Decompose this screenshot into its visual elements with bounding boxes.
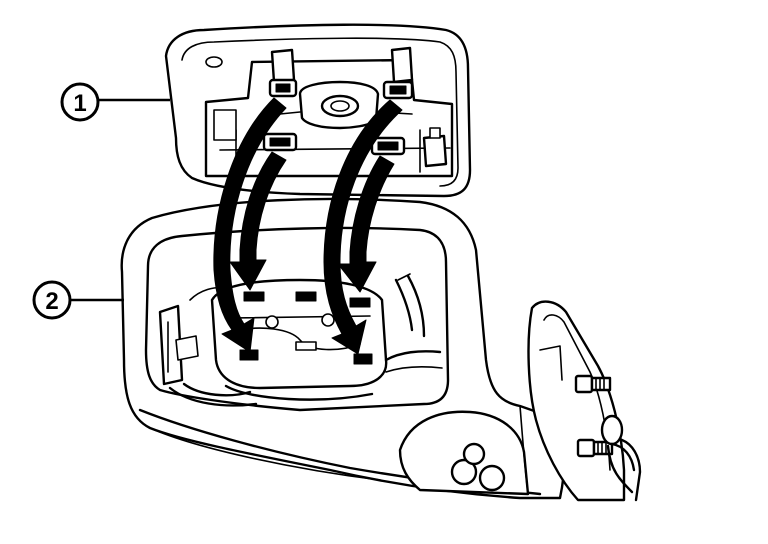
removal-arrow	[229, 151, 287, 291]
callout-label-1: 1	[73, 90, 86, 117]
mirror-glass	[164, 23, 472, 198]
mounting-clip-slot	[295, 291, 317, 302]
mounting-clip-slot	[353, 353, 373, 365]
callout-1: 1	[60, 82, 170, 122]
removal-arrow	[323, 99, 403, 355]
removal-arrow	[213, 97, 287, 353]
callout-2: 2	[32, 280, 124, 320]
callout-marker-1	[60, 82, 100, 122]
callout-label-2: 2	[45, 288, 58, 315]
door-mount-panel	[527, 300, 642, 502]
removal-arrow	[337, 155, 395, 293]
mounting-clip-slot	[243, 291, 265, 302]
mounting-clip-slot	[349, 297, 371, 308]
removal-arrows	[213, 97, 403, 355]
